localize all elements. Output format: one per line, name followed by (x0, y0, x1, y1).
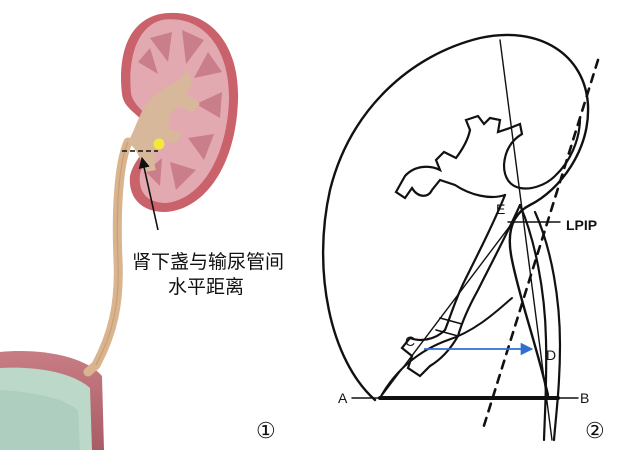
point-label-a: A (338, 390, 348, 406)
point-label-b: B (580, 390, 589, 406)
point-label-e: E (496, 201, 505, 217)
point-label-d: D (546, 347, 556, 363)
lpip-label: LPIP (566, 217, 597, 233)
panel-number-2: ② (585, 418, 605, 443)
distance-label-line1: 肾下盏与输尿管间 (132, 251, 284, 273)
thin-axis-line (500, 40, 552, 440)
collecting-system (396, 116, 580, 198)
panel-2-line-drawing (323, 35, 598, 440)
panel-1-illustration: 肾下盏与输尿管间 水平距离 ① (0, 13, 284, 450)
kidney-drawing (121, 13, 238, 212)
panel-number-1: ① (256, 418, 276, 443)
distance-label-line2: 水平距离 (168, 276, 244, 298)
point-label-c: C (405, 333, 415, 349)
line-c-e (380, 210, 522, 398)
marker-dot (154, 139, 165, 150)
